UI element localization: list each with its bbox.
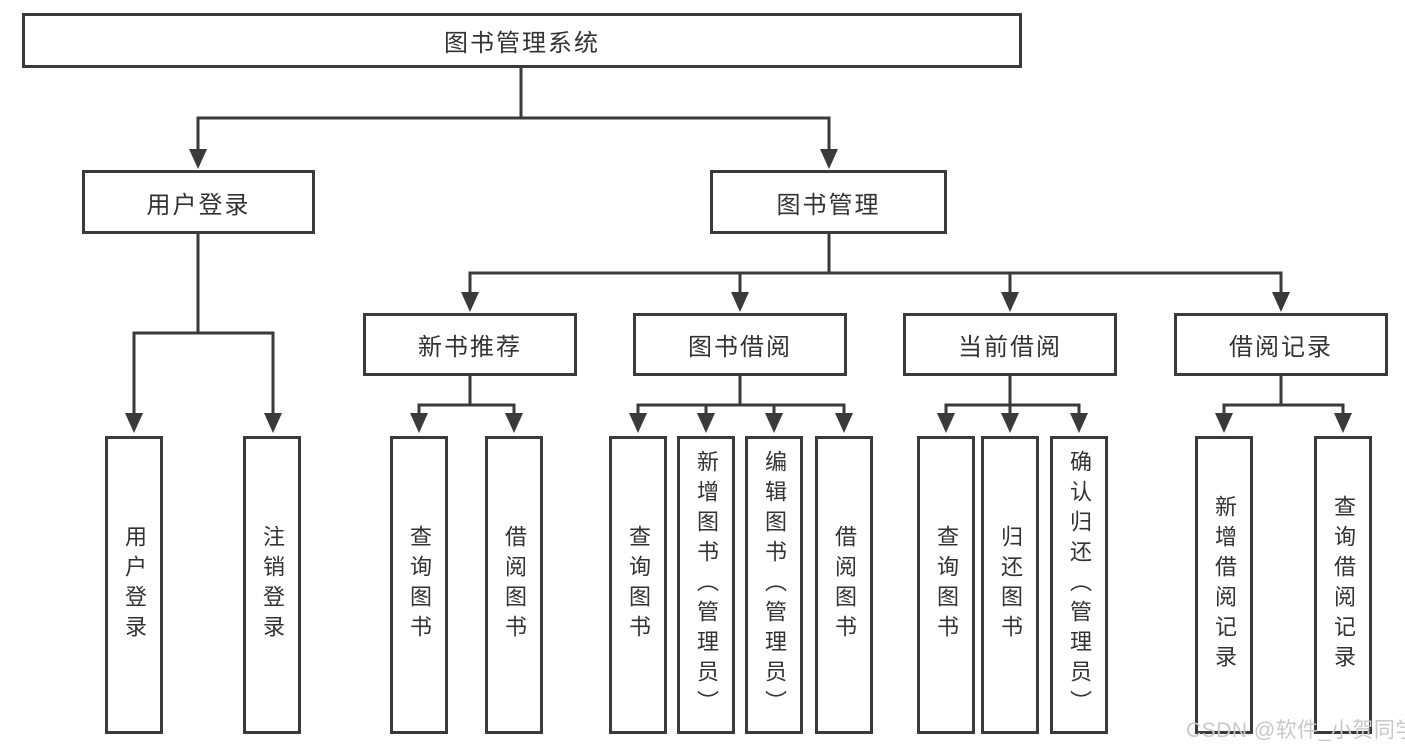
node-user-login: 用户登录 [82, 170, 315, 234]
node-borrow-records: 借阅记录 [1174, 313, 1388, 376]
leaf-borrow-books: 借阅图书 [815, 436, 873, 734]
node-user-login-label: 用户登录 [146, 191, 251, 219]
leaf-query-books-current: 查询图书 [917, 436, 975, 734]
arrow-down-icon [125, 413, 143, 433]
node-book-borrow: 图书借阅 [633, 313, 847, 376]
leaf-borrow-books-recommend-label: 借阅图书 [502, 525, 527, 645]
csdn-watermark: CSDN @软件_小贺同学 [1186, 719, 1405, 742]
leaf-query-books-current-label: 查询图书 [934, 525, 959, 645]
arrow-down-icon [937, 413, 955, 433]
arrow-down-icon [1001, 292, 1019, 312]
leaf-user-login: 用户登录 [105, 436, 163, 734]
arrow-down-icon [820, 149, 838, 169]
arrow-down-icon [765, 413, 783, 433]
arrow-down-icon [1334, 413, 1352, 433]
leaf-query-books-recommend: 查询图书 [390, 436, 448, 734]
leaf-query-books-borrow-label: 查询图书 [626, 525, 651, 645]
leaf-query-borrow-record-label: 查询借阅记录 [1331, 495, 1356, 675]
node-current-borrow: 当前借阅 [903, 313, 1117, 376]
leaf-borrow-books-label: 借阅图书 [832, 525, 857, 645]
connector-arrowheads [125, 149, 1352, 433]
connector-shafts [132, 66, 1345, 417]
node-new-book-recommend-label: 新书推荐 [418, 334, 522, 361]
node-new-book-recommend: 新书推荐 [363, 313, 577, 376]
node-current-borrow-label: 当前借阅 [958, 334, 1062, 361]
leaf-edit-book-admin-label: 编辑图书（管理员） [762, 450, 787, 720]
arrow-down-icon [1070, 413, 1088, 433]
arrow-down-icon [629, 413, 647, 433]
arrow-down-icon [697, 413, 715, 433]
connector-book-management-children [468, 232, 1283, 296]
leaf-user-login-label: 用户登录 [122, 525, 147, 645]
leaf-add-book-admin: 新增图书（管理员） [677, 436, 735, 734]
leaf-query-borrow-record: 查询借阅记录 [1314, 436, 1372, 734]
connector-new-book-children [417, 374, 516, 417]
connector-book-borrow-children [636, 374, 846, 417]
arrow-down-icon [461, 292, 479, 312]
connector-user-login-children [132, 232, 275, 417]
node-library-system-label: 图书管理系统 [444, 30, 600, 57]
leaf-add-borrow-record: 新增借阅记录 [1195, 436, 1253, 734]
arrow-down-icon [189, 149, 207, 169]
arrow-down-icon [264, 413, 282, 433]
leaf-logout: 注销登录 [243, 436, 301, 734]
leaf-return-book-label: 归还图书 [998, 525, 1023, 645]
arrow-down-icon [1215, 413, 1233, 433]
leaf-add-book-admin-label: 新增图书（管理员） [694, 450, 719, 720]
arrow-down-icon [835, 413, 853, 433]
node-borrow-records-label: 借阅记录 [1229, 334, 1333, 361]
connector-root-to-level2 [196, 66, 831, 153]
connector-current-borrow-children [944, 374, 1081, 417]
leaf-return-book: 归还图书 [981, 436, 1039, 734]
leaf-add-borrow-record-label: 新增借阅记录 [1212, 495, 1237, 675]
arrow-down-icon [1001, 413, 1019, 433]
connector-borrow-record-children [1222, 374, 1345, 417]
leaf-confirm-return-admin: 确认归还（管理员） [1050, 436, 1108, 734]
leaf-confirm-return-admin-label: 确认归还（管理员） [1067, 450, 1092, 720]
node-book-borrow-label: 图书借阅 [688, 334, 792, 361]
leaf-edit-book-admin: 编辑图书（管理员） [745, 436, 803, 734]
arrow-down-icon [731, 292, 749, 312]
arrow-down-icon [505, 413, 523, 433]
leaf-borrow-books-recommend: 借阅图书 [485, 436, 543, 734]
leaf-query-books-recommend-label: 查询图书 [407, 525, 432, 645]
leaf-logout-label: 注销登录 [260, 525, 285, 645]
arrow-down-icon [1272, 292, 1290, 312]
node-library-system: 图书管理系统 [22, 13, 1022, 68]
node-book-management-label: 图书管理 [776, 191, 881, 219]
node-book-management: 图书管理 [710, 170, 947, 234]
leaf-query-books-borrow: 查询图书 [609, 436, 667, 734]
arrow-down-icon [410, 413, 428, 433]
